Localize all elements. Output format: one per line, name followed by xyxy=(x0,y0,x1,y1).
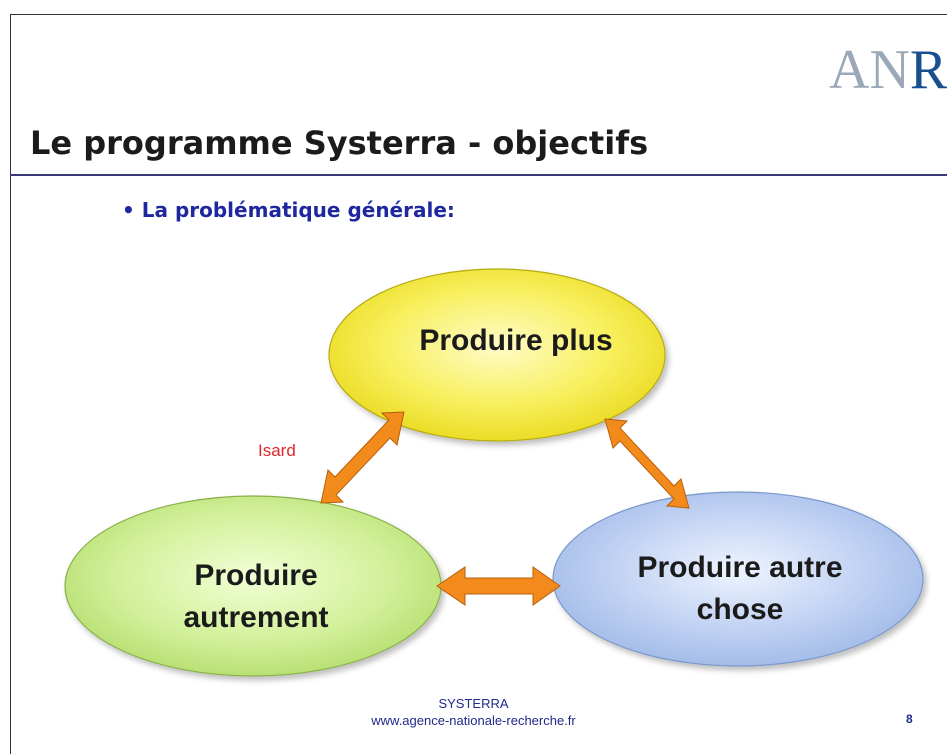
arrow-top-left xyxy=(320,411,405,504)
node-label-produire-autrement-2: autrement xyxy=(183,601,328,634)
anr-logo: ANR xyxy=(827,30,947,100)
arrow-horizontal xyxy=(436,566,561,606)
footer-program-name: SYSTERRA xyxy=(438,696,509,711)
anr-logo-mark: ANR xyxy=(829,39,947,100)
page-number: 8 xyxy=(906,712,913,726)
node-produire-autre-chose xyxy=(552,491,924,667)
footer-website: www.agence-nationale-recherche.fr xyxy=(371,713,576,728)
node-label-produire-autre-chose-1: Produire autre xyxy=(637,551,842,584)
node-produire-plus xyxy=(328,268,666,442)
arrow-top-right xyxy=(604,418,690,509)
slide-frame xyxy=(10,14,947,754)
node-label-produire-plus: Produire plus xyxy=(419,324,612,357)
node-label-produire-autrement-1: Produire xyxy=(194,559,317,592)
bullet-point: • La problématique générale: xyxy=(122,198,455,222)
node-label-produire-autre-chose-2: chose xyxy=(697,593,784,626)
annotation-isard: Isard xyxy=(258,441,296,460)
slide-title: Le programme Systerra - objectifs xyxy=(30,124,649,162)
title-divider xyxy=(10,174,947,176)
